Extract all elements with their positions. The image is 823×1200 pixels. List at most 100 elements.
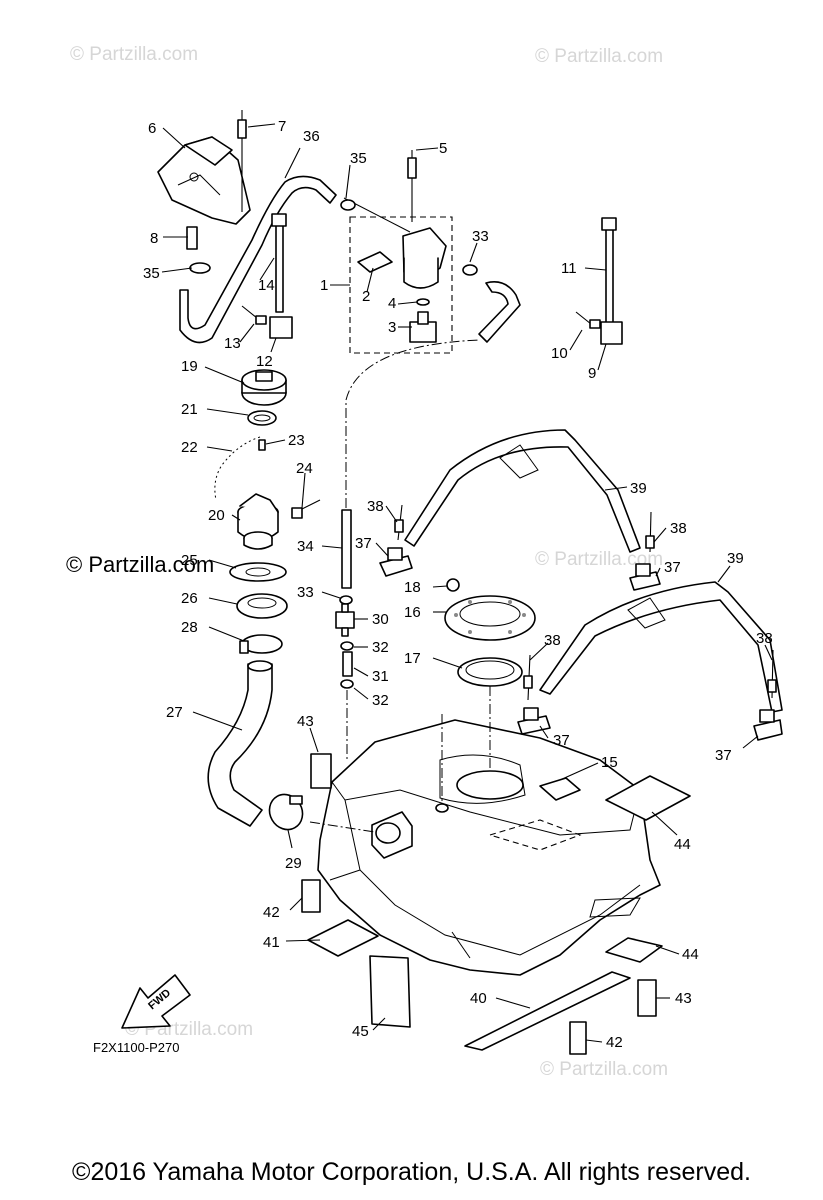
part-16-pump-plate [444, 595, 536, 641]
copyright-notice: ©2016 Yamaha Motor Corporation, U.S.A. A… [72, 1158, 751, 1186]
callout-27: 27 [166, 704, 183, 721]
callout-16: 16 [404, 604, 421, 621]
part-36-hose [179, 175, 337, 344]
callout-42-lower: 42 [606, 1034, 623, 1051]
callout-13: 13 [224, 335, 241, 352]
callout-37-a: 37 [355, 535, 372, 552]
callout-numbers: 6 7 36 35 5 8 33 35 14 1 2 4 3 13 12 11 … [143, 118, 773, 1051]
part-24-bolt [291, 499, 321, 519]
part-29-clamp [268, 793, 304, 831]
part-11-strap [601, 217, 617, 325]
callout-40: 40 [470, 990, 487, 1007]
part-13-rivet [241, 305, 267, 325]
callout-37-b: 37 [664, 559, 681, 576]
part-30-valve [335, 603, 355, 637]
part-22-chain [214, 436, 261, 501]
part-41-pad [307, 919, 379, 957]
callout-3: 3 [388, 319, 396, 336]
part-43-pad-upper [310, 753, 332, 789]
part-6-cover [157, 136, 251, 225]
part-26-nut [236, 593, 288, 619]
callout-22: 22 [181, 439, 198, 456]
figure-code: F2X1100-P270 [93, 1040, 180, 1055]
part-35-clamp-left [189, 262, 211, 274]
callout-33-lower: 33 [297, 584, 314, 601]
part-38-bolt-1 [394, 504, 404, 541]
part-39-strap-lower [539, 581, 783, 713]
part-43-pad-lower [637, 979, 657, 1017]
part-38-bolt-3 [523, 654, 533, 701]
callout-4: 4 [388, 295, 396, 312]
callout-32-lower: 32 [372, 692, 389, 709]
part-44-pad-lower [605, 937, 663, 963]
part-10-rivet [575, 311, 601, 329]
callout-23: 23 [288, 432, 305, 449]
part-20-filler-neck [237, 493, 279, 550]
callout-7: 7 [278, 118, 286, 135]
callout-32-upper: 32 [372, 639, 389, 656]
callout-15: 15 [601, 754, 618, 771]
callout-34: 34 [297, 538, 314, 555]
callout-39-lower: 39 [727, 550, 744, 567]
part-33-clamp-lower [339, 595, 353, 605]
part-37-bracket-2 [629, 563, 661, 591]
part-45-pad [369, 955, 411, 1028]
part-7-bolt [237, 110, 247, 212]
part-34-vent-pipe [341, 509, 352, 589]
watermark-top-left: © Partzilla.com [70, 44, 198, 65]
callout-20: 20 [208, 507, 225, 524]
part-37-bracket-4 [753, 709, 783, 741]
part-37-bracket-1 [379, 547, 413, 577]
callout-14: 14 [258, 277, 275, 294]
part-19-cap [241, 369, 287, 406]
callout-38-a: 38 [367, 498, 384, 515]
leader-lines [161, 123, 773, 1043]
callout-28: 28 [181, 619, 198, 636]
callout-41: 41 [263, 934, 280, 951]
part-39-strap-upper [404, 429, 641, 553]
part-28-clamp [239, 634, 283, 654]
callout-2: 2 [362, 288, 370, 305]
hose-right-upper [478, 281, 521, 343]
callout-30: 30 [372, 611, 389, 628]
callout-33-upper: 33 [472, 228, 489, 245]
part-12-clip [269, 316, 293, 339]
callout-35: 35 [350, 150, 367, 167]
part-31-pipe [342, 651, 353, 677]
callout-11: 11 [561, 260, 577, 277]
callout-38-d: 38 [756, 630, 773, 647]
callout-5: 5 [439, 140, 447, 157]
callout-29: 29 [285, 855, 302, 872]
part-42-pad-lower [569, 1021, 587, 1055]
part-44-pad-upper [605, 775, 691, 821]
part-38-bolt-4 [767, 649, 777, 699]
watermarks: © Partzilla.com © Partzilla.com © Partzi… [66, 44, 668, 1080]
part-17-gasket [457, 657, 523, 687]
part-27-hose [207, 660, 273, 827]
part-37-bracket-3 [517, 707, 551, 735]
callout-36: 36 [303, 128, 320, 145]
callout-8: 8 [150, 230, 158, 247]
callout-37-d: 37 [715, 747, 732, 764]
part-32-clamp-upper [340, 641, 354, 651]
part-42-pad-left [301, 879, 321, 913]
callout-37-c: 37 [553, 732, 570, 749]
callout-1: 1 [320, 277, 328, 294]
part-32-clamp-lower [340, 679, 354, 689]
part-14-strap [271, 213, 287, 313]
callout-21: 21 [181, 401, 198, 418]
part-40-pad [464, 971, 631, 1051]
part-18-nut [446, 578, 460, 592]
callout-35-left: 35 [143, 265, 160, 282]
part-15-fuel-tank [309, 714, 661, 976]
part-8-collar [186, 226, 198, 250]
callout-39-upper: 39 [630, 480, 647, 497]
watermark-bottom-right: © Partzilla.com [540, 1059, 668, 1080]
callout-43-lower: 43 [675, 990, 692, 1007]
callout-12: 12 [256, 353, 273, 370]
part-38-bolt-2 [645, 511, 655, 553]
callout-10: 10 [551, 345, 568, 362]
callout-24: 24 [296, 460, 313, 477]
callout-42-left: 42 [263, 904, 280, 921]
